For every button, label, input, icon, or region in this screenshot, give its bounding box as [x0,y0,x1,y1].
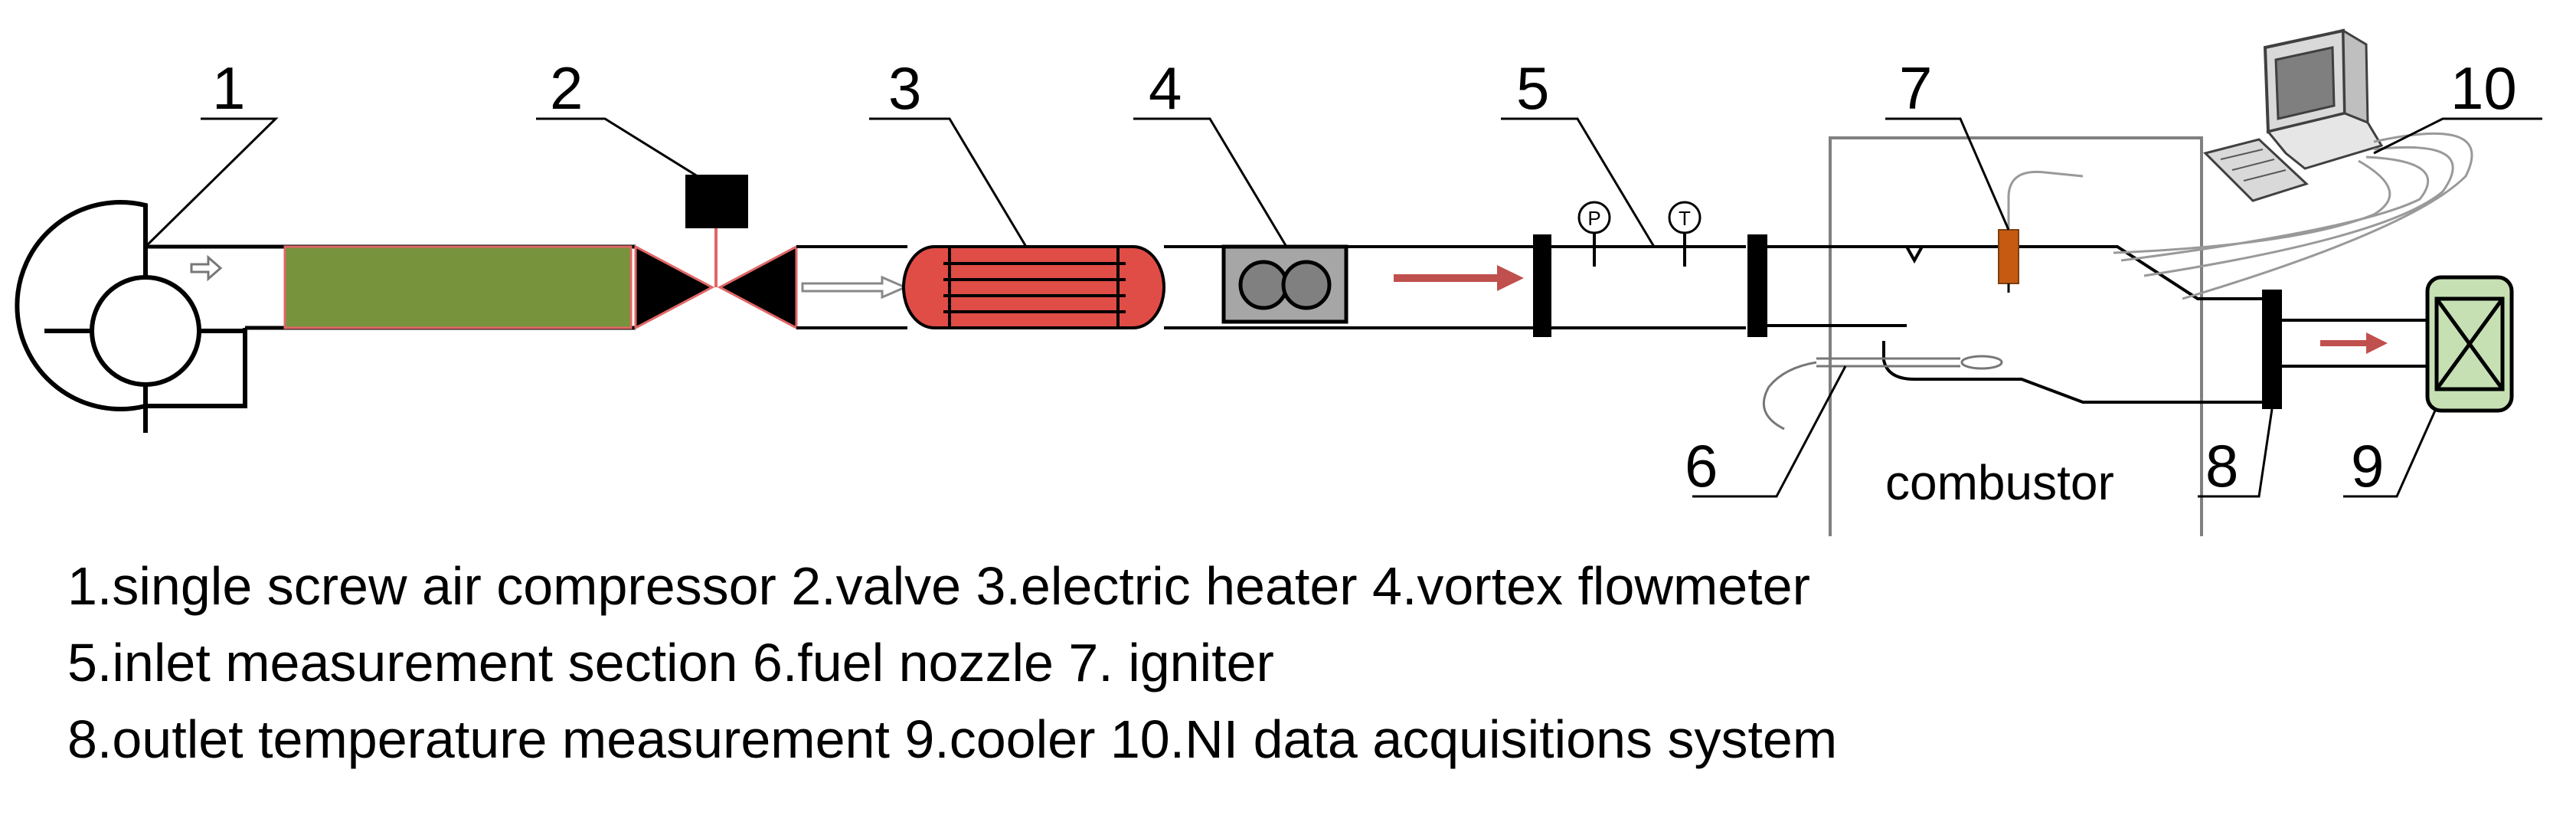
pressure-gauge-icon: P [1577,201,1611,234]
flow-arrow-outlet [2320,332,2388,354]
vortex-flowmeter [1221,244,1348,324]
legend-line-1: 1.single screw air compressor 2.valve 3.… [67,556,1810,616]
fuel-nozzle [1762,355,2003,431]
computer-icon [2203,28,2384,202]
outlet-flange [2262,290,2282,409]
electric-heater [902,245,1165,329]
inlet-flange-left [1533,234,1551,337]
svg-text:P: P [1587,207,1600,230]
callout-1: 1 [212,54,245,122]
pipe-segment-2 [796,245,907,329]
callout-leaders [144,117,2542,498]
callout-9: 9 [2351,432,2384,499]
inlet-flange-right [1747,234,1767,337]
callout-6: 6 [1685,432,1718,499]
combustor-box [1829,136,2203,536]
flow-arrow-compressor [190,254,223,282]
green-pipe-section [283,245,633,329]
callout-5: 5 [1516,54,1549,122]
outlet-pipe [2282,319,2427,368]
callout-10: 10 [2450,54,2517,122]
callout-4: 4 [1149,54,1182,122]
valve [634,175,798,330]
air-compressor [15,200,247,433]
callout-2: 2 [550,54,583,122]
cooler [2425,275,2514,413]
data-cables [2113,132,2473,300]
igniter [1998,170,2084,293]
callout-3: 3 [888,54,921,122]
legend-line-2: 5.inlet measurement section 6.fuel nozzl… [67,633,1274,693]
temperature-gauge-icon: T [1668,201,1702,234]
combustor-label: combustor [1885,455,2114,510]
legend-line-3: 8.outlet temperature measurement 9.coole… [67,709,1838,769]
callout-8: 8 [2205,432,2238,499]
inlet-measurement-section [1551,233,1746,329]
experimental-setup-diagram: P T combustor [15,28,2542,536]
callout-7: 7 [1899,54,1932,122]
flow-arrow-red [1394,265,1524,291]
svg-text:T: T [1679,207,1691,230]
legend: 1.single screw air compressor 2.valve 3.… [67,548,2518,778]
pipe-segment-3 [1164,245,1539,329]
flow-arrow-hollow [801,275,908,300]
